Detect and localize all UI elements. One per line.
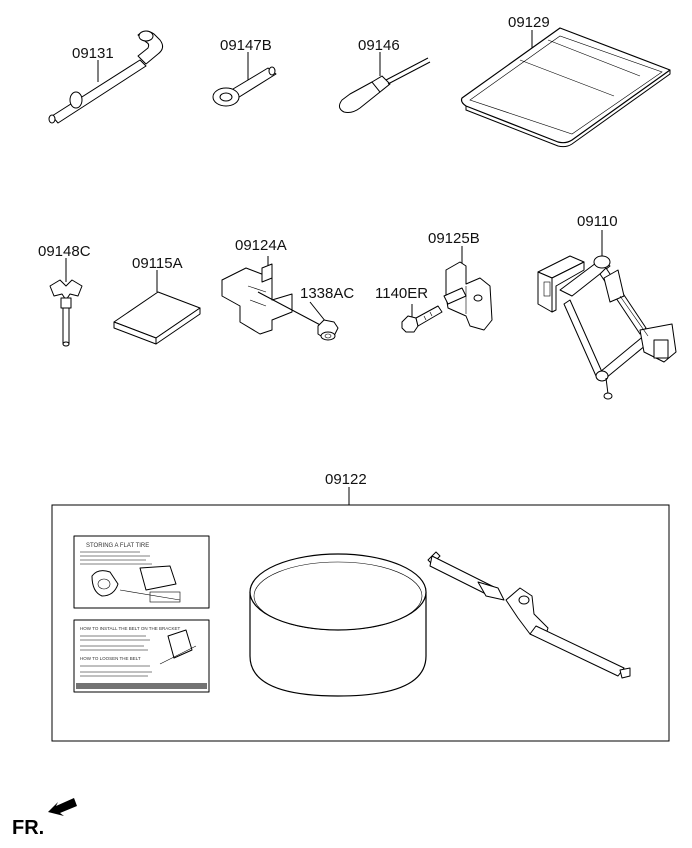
part-label-09124a: 09124A <box>235 237 287 254</box>
front-direction-label: FR. <box>12 817 44 839</box>
install-title: HOW TO INSTALL THE BELT ON THE BRACKET <box>80 626 181 631</box>
belt-ratchet-illustration <box>427 551 631 679</box>
part-label-09122: 09122 <box>325 471 367 488</box>
part-label-1140er: 1140ER <box>375 285 428 302</box>
part-label-1338ac: 1338AC <box>300 285 354 302</box>
wing-bolt-illustration <box>49 258 83 347</box>
part-label-09131: 09131 <box>72 45 114 62</box>
kit-09122-group: STORING A FLAT TIRE HOW TO INSTALL THE B… <box>51 487 670 742</box>
towing-hook-illustration <box>212 52 277 107</box>
part-label-09110: 09110 <box>577 213 618 230</box>
front-direction-indicator: FR. <box>12 798 77 839</box>
pad-illustration <box>113 270 201 345</box>
kit-09122-frame <box>51 504 670 742</box>
bracket-09125b-illustration <box>401 246 493 333</box>
label-card-title: STORING A FLAT TIRE <box>86 543 149 549</box>
jack-illustration <box>537 230 677 400</box>
screwdriver-illustration <box>338 52 431 113</box>
tool-case-illustration <box>460 27 671 148</box>
front-arrow-icon <box>48 798 77 816</box>
loosen-title: HOW TO LOOSEN THE BELT <box>80 656 141 661</box>
part-label-09129: 09129 <box>508 14 550 31</box>
part-label-09146: 09146 <box>358 37 400 54</box>
part-label-09125b: 09125B <box>428 230 480 247</box>
label-card-storing-flat-tire: STORING A FLAT TIRE <box>73 535 210 609</box>
part-label-09148c: 09148C <box>38 243 91 260</box>
tire-band-illustration <box>249 553 427 697</box>
wheel-wrench-illustration <box>48 30 164 124</box>
bracket-09124a-illustration <box>221 256 339 341</box>
label-card-install-belt: HOW TO INSTALL THE BELT ON THE BRACKET H… <box>73 619 210 693</box>
part-label-09115a: 09115A <box>132 255 183 272</box>
part-label-09147b: 09147B <box>220 37 272 54</box>
